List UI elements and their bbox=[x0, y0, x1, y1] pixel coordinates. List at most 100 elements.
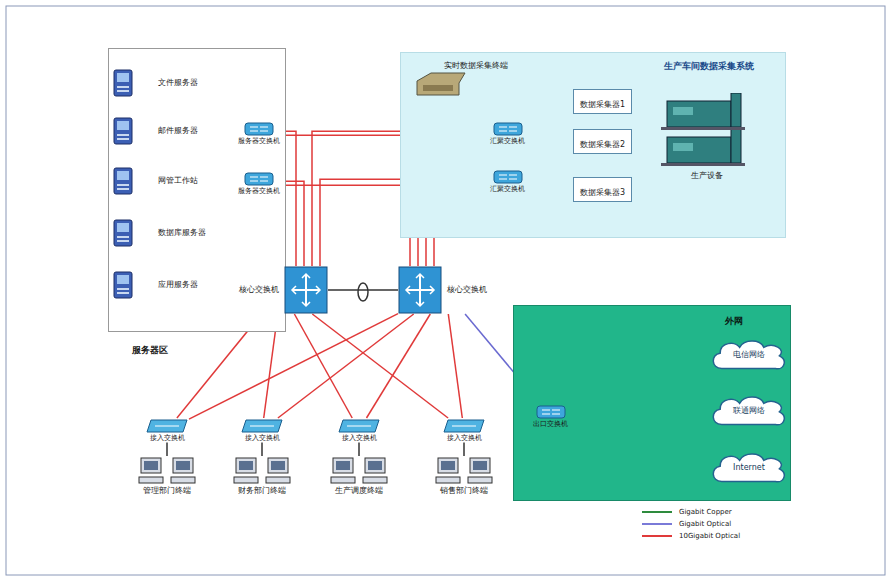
server-icon bbox=[113, 167, 133, 195]
pc-icon bbox=[434, 456, 494, 486]
node-label: 联通网络 bbox=[732, 406, 766, 416]
server-icon bbox=[113, 271, 133, 299]
switch-icon bbox=[145, 418, 189, 434]
pc-icon bbox=[137, 456, 197, 486]
machine-icon bbox=[657, 93, 757, 171]
legend-line bbox=[642, 511, 672, 513]
collector-box: 数据采集器3 bbox=[573, 177, 632, 202]
core-switch-icon bbox=[398, 266, 442, 314]
node-label: 接入交换机 bbox=[149, 434, 186, 442]
node-label: 网管工作站 bbox=[157, 176, 199, 186]
core-switch-icon bbox=[398, 266, 442, 314]
switch-icon bbox=[337, 418, 381, 434]
workstation-group: 生产调度终端 bbox=[329, 456, 389, 496]
legend: Gigabit CopperGigabit Optical10Gigabit O… bbox=[640, 506, 741, 542]
legend-line-sample bbox=[640, 519, 674, 529]
node-label: 财务部门终端 bbox=[237, 486, 287, 496]
node-label: 实时数据采集终端 bbox=[443, 61, 509, 71]
node-label: 生产调度终端 bbox=[334, 486, 384, 496]
node-label: 服务器交换机 bbox=[237, 187, 281, 195]
node-label: 数据采集器1 bbox=[579, 100, 626, 109]
core-switch-icon bbox=[284, 266, 328, 314]
server-icon bbox=[113, 69, 133, 97]
terminal-node: 实时数据采集终端 bbox=[413, 61, 509, 99]
region-panel: 外网出口交换机电信网络联通网络Internet bbox=[513, 305, 791, 501]
node-label: 接入交换机 bbox=[244, 434, 281, 442]
server-icon bbox=[113, 117, 133, 145]
pc-icon bbox=[329, 456, 389, 486]
node-label: 汇聚交换机 bbox=[489, 137, 526, 145]
switch-icon bbox=[536, 404, 566, 420]
pc-icon bbox=[434, 456, 494, 486]
access-switch: 接入交换机 bbox=[240, 418, 284, 442]
server-icon bbox=[113, 69, 133, 97]
pc-icon bbox=[137, 456, 197, 486]
server-icon bbox=[113, 167, 133, 195]
switch-icon bbox=[240, 418, 284, 434]
core-switch-icon bbox=[284, 266, 328, 314]
connector bbox=[166, 442, 168, 456]
switch-icon bbox=[244, 171, 274, 187]
connector bbox=[281, 185, 418, 266]
switch-icon bbox=[145, 418, 189, 434]
node-label: 数据库服务器 bbox=[157, 228, 207, 238]
collector-box: 数据采集器2 bbox=[573, 129, 632, 154]
node-label: Gigabit Copper bbox=[678, 508, 733, 516]
server-node: 文件服务器 bbox=[113, 69, 199, 97]
access-switch: 接入交换机 bbox=[145, 418, 189, 442]
switch-icon bbox=[244, 121, 274, 137]
server-icon bbox=[113, 271, 133, 299]
legend-line-sample bbox=[640, 507, 674, 517]
node-label: 数据采集器2 bbox=[579, 140, 626, 149]
server-icon bbox=[113, 219, 133, 247]
switch-node: 汇聚交换机 bbox=[489, 121, 526, 145]
region-panel: 生产车间数据采集系统实时数据采集终端汇聚交换机汇聚交换机数据采集器1数据采集器2… bbox=[400, 52, 786, 238]
connector bbox=[448, 314, 462, 418]
link-ring bbox=[358, 283, 368, 301]
server-node: 邮件服务器 bbox=[113, 117, 199, 145]
connector bbox=[367, 314, 431, 418]
switch-icon bbox=[337, 418, 381, 434]
node-label: 应用服务器 bbox=[157, 280, 199, 290]
network-cloud: 联通网络 bbox=[710, 394, 788, 428]
switch-icon bbox=[493, 121, 523, 137]
node-label: 电信网络 bbox=[732, 350, 766, 360]
switch-icon bbox=[493, 121, 523, 137]
node-label: 核心交换机 bbox=[238, 285, 280, 295]
pc-icon bbox=[232, 456, 292, 486]
legend-row: 10Gigabit Optical bbox=[640, 530, 741, 542]
switch-icon bbox=[493, 169, 523, 185]
node-label: 销售部门终端 bbox=[439, 486, 489, 496]
core-switch: 核心交换机 bbox=[234, 266, 328, 314]
server-node: 网管工作站 bbox=[113, 167, 199, 195]
core-switch: 核心交换机 bbox=[398, 266, 492, 314]
server-icon bbox=[113, 117, 133, 145]
switch-node: 汇聚交换机 bbox=[489, 169, 526, 193]
node-label: 服务器交换机 bbox=[237, 137, 281, 145]
connector bbox=[278, 314, 414, 418]
workstation-group: 管理部门终端 bbox=[137, 456, 197, 496]
legend-line bbox=[642, 523, 672, 525]
switch-node: 服务器交换机 bbox=[237, 121, 281, 145]
machine-icon bbox=[657, 93, 757, 171]
pc-icon bbox=[232, 456, 292, 486]
switch-icon bbox=[244, 121, 274, 137]
server-node: 应用服务器 bbox=[113, 271, 199, 299]
node-label: 10Gigabit Optical bbox=[678, 532, 741, 540]
workstation-group: 财务部门终端 bbox=[232, 456, 292, 496]
node-label: 出口交换机 bbox=[532, 420, 569, 428]
node-label: 文件服务器 bbox=[157, 78, 199, 88]
terminal-icon bbox=[413, 71, 469, 99]
node-label: 汇聚交换机 bbox=[489, 185, 526, 193]
connector bbox=[312, 314, 448, 418]
node-label: 数据采集器3 bbox=[579, 188, 626, 197]
node-label: 外网 bbox=[724, 316, 744, 327]
network-cloud: 电信网络 bbox=[710, 338, 788, 372]
switch-node: 服务器交换机 bbox=[237, 171, 281, 195]
node-label: 邮件服务器 bbox=[157, 126, 199, 136]
connector bbox=[294, 314, 352, 418]
legend-line-sample bbox=[640, 531, 674, 541]
node-label: 生产车间数据采集系统 bbox=[663, 61, 755, 72]
pc-icon bbox=[329, 456, 389, 486]
node-label: 服务器区 bbox=[131, 345, 169, 356]
